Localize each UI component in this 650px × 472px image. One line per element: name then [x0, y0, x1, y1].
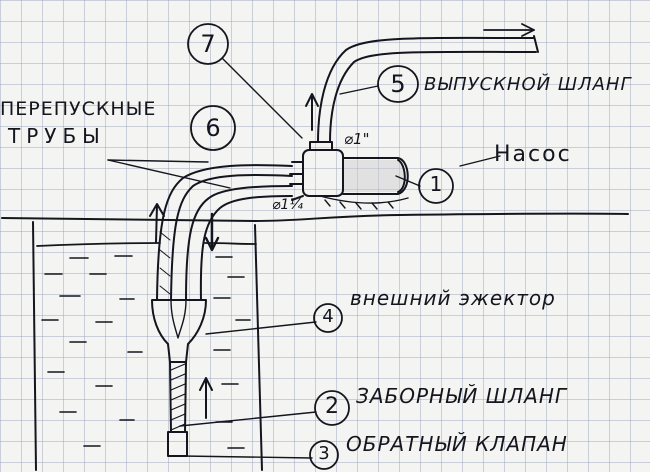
- check-valve-label: ОБРАТНЫЙ КЛАПАН: [346, 432, 568, 456]
- flow-arrow-up-outlet: [305, 93, 319, 131]
- flow-arrow-up-left: [149, 203, 165, 243]
- water-dashes: [41, 255, 251, 449]
- pump-base: [319, 195, 409, 210]
- callout-circles: [187, 23, 454, 470]
- callout-2: 2: [325, 394, 339, 419]
- bypass-pipes-label-line1: ПЕРЕПУСКНЫЕ: [0, 98, 157, 120]
- callout-4: 4: [322, 306, 334, 327]
- pump-body: [289, 141, 409, 201]
- pump-fill: [344, 160, 404, 192]
- callout-7-top: 7: [200, 30, 216, 58]
- diameter-inlet-label: ⌀1¼: [272, 197, 303, 213]
- external-ejector-label: внешний эжектор: [350, 286, 556, 310]
- bypass-pipes-label-line2: ТРУБЫ: [8, 124, 106, 148]
- well-right-wall: [254, 224, 263, 471]
- water-surface: [36, 242, 257, 247]
- intake-hose-label: ЗАБОРНЫЙ ШЛАНГ: [356, 384, 568, 408]
- external-ejector: [151, 299, 207, 363]
- leader-lines: [107, 57, 501, 459]
- callout-1: 1: [429, 172, 443, 196]
- ejector-inner: [170, 299, 187, 339]
- outlet-hose-label: ВЫПУСКНОЙ ШЛАНГ: [424, 74, 632, 95]
- well-left-wall: [32, 221, 37, 471]
- flow-arrow-up-hose: [199, 377, 213, 419]
- pump-label: Насос: [494, 142, 572, 167]
- outlet-flow-arrow: [483, 23, 535, 37]
- callout-5: 5: [390, 70, 406, 98]
- flow-arrow-down: [204, 212, 220, 252]
- bypass-pipes: [156, 164, 293, 301]
- callout-6: 6: [205, 114, 221, 142]
- outlet-hose: [317, 35, 539, 143]
- check-valve: [167, 431, 188, 457]
- intake-hose: [169, 361, 187, 433]
- ground-line: [1, 212, 629, 222]
- diameter-outlet-label: ⌀1": [344, 130, 370, 148]
- callout-3: 3: [318, 443, 330, 464]
